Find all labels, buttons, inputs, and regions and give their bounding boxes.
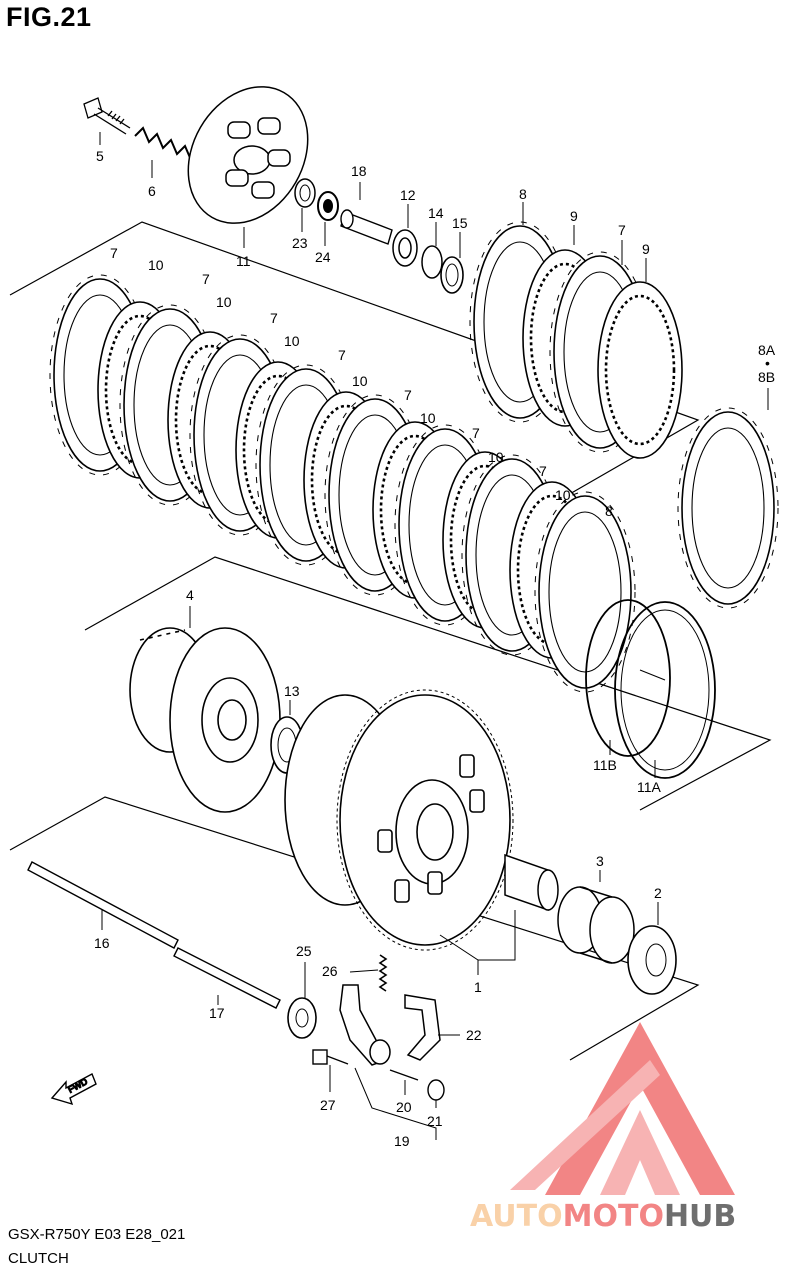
- callout-1: 1: [474, 979, 482, 995]
- callout-6: 6: [148, 183, 156, 199]
- figure-title: FIG.21: [6, 2, 92, 32]
- callout-12: 12: [400, 187, 416, 203]
- callout-11: 11: [236, 253, 251, 269]
- callout-22: 22: [466, 1027, 482, 1043]
- ring-11a-part: [614, 601, 716, 779]
- callout-26: 26: [322, 963, 338, 979]
- callout-7-3: 7: [270, 310, 278, 326]
- bolt-part: [83, 97, 131, 135]
- callout-7-6: 7: [472, 425, 480, 441]
- callout-7-4: 7: [338, 347, 346, 363]
- callout-7-5: 7: [404, 387, 412, 403]
- callout-7-7: 7: [539, 463, 547, 479]
- callout-10-4: 10: [352, 373, 368, 389]
- callout-11b: 11B: [593, 757, 617, 773]
- callout-3: 3: [596, 853, 604, 869]
- callout-25: 25: [296, 943, 312, 959]
- callout-17: 17: [209, 1005, 225, 1021]
- bolt-part: [389, 1069, 445, 1101]
- bracket-part: [404, 994, 441, 1061]
- logo-text-auto: AUTO: [470, 1199, 563, 1234]
- clutch-hub-part: [129, 627, 281, 813]
- pushrod-17-part: [173, 947, 281, 1009]
- logo-text-hub: HUB: [664, 1199, 736, 1234]
- callout-7-top: 7: [618, 222, 626, 238]
- callout-8-mid: 8: [605, 503, 613, 519]
- callouts: 5 6 11 23 24 18 12 14 15 8 9 7 9 7 10 7 …: [94, 148, 776, 1149]
- callout-10-2: 10: [216, 294, 232, 310]
- callout-24: 24: [315, 249, 331, 265]
- needle-bearing-part: [557, 886, 635, 964]
- callout-21: 21: [427, 1113, 443, 1129]
- callout-10-7: 10: [555, 487, 571, 503]
- section-name: CLUTCH: [8, 1250, 69, 1267]
- top-plate-group: [469, 221, 684, 460]
- pushrod-part: [340, 209, 393, 245]
- spring-part: [134, 126, 198, 162]
- leader-lines: [99, 132, 769, 1140]
- panel-hub-outline: [84, 556, 772, 811]
- callout-13: 13: [284, 683, 300, 699]
- washer-part: [440, 256, 464, 294]
- callout-14: 14: [428, 205, 444, 221]
- callout-20: 20: [396, 1099, 412, 1115]
- callout-8a: 8A: [758, 342, 776, 358]
- plate-8a-part: [677, 407, 779, 609]
- nut-part: [392, 229, 418, 267]
- automotohub-logo: AUTOMOTOHUB: [470, 1022, 736, 1234]
- pressure-plate-part: [187, 86, 309, 224]
- bolt-part: [312, 1049, 349, 1065]
- logo-text-moto: MOTO: [563, 1199, 664, 1234]
- ring-11b-part: [585, 599, 671, 757]
- callout-10-5: 10: [420, 410, 436, 426]
- washer-part: [627, 925, 677, 995]
- release-arm-part: [339, 984, 391, 1066]
- callout-7-1: 7: [110, 245, 118, 261]
- clutch-housing-part: [284, 689, 514, 951]
- callout-4: 4: [186, 587, 194, 603]
- callout-8-dot: •: [765, 355, 770, 371]
- callout-10-6: 10: [488, 449, 504, 465]
- callout-11a: 11A: [637, 779, 662, 795]
- spring-part: [378, 954, 388, 992]
- callout-23: 23: [292, 235, 308, 251]
- sleeve-part: [504, 853, 559, 912]
- callout-15: 15: [452, 215, 468, 231]
- washer-part: [421, 245, 443, 279]
- callout-7-2: 7: [202, 271, 210, 287]
- washer-part: [294, 178, 316, 208]
- callout-9a: 9: [570, 208, 578, 224]
- svg-text:AUTOMOTOHUB: AUTOMOTOHUB: [470, 1199, 736, 1234]
- callout-5: 5: [96, 148, 104, 164]
- callout-8-top: 8: [519, 186, 527, 202]
- callout-10-3: 10: [284, 333, 300, 349]
- callout-16: 16: [94, 935, 110, 951]
- callout-9b: 9: [642, 241, 650, 257]
- callout-19: 19: [394, 1133, 410, 1149]
- model-code: GSX-R750Y E03 E28_021: [8, 1226, 186, 1243]
- callout-2: 2: [654, 885, 662, 901]
- fwd-arrow-icon: FWD: [50, 1073, 97, 1106]
- callout-27: 27: [320, 1097, 336, 1113]
- callout-10-1: 10: [148, 257, 164, 273]
- callout-18: 18: [351, 163, 367, 179]
- bearing-part: [287, 997, 317, 1039]
- pushrod-16-part: [27, 861, 179, 949]
- callout-8b: 8B: [758, 369, 775, 385]
